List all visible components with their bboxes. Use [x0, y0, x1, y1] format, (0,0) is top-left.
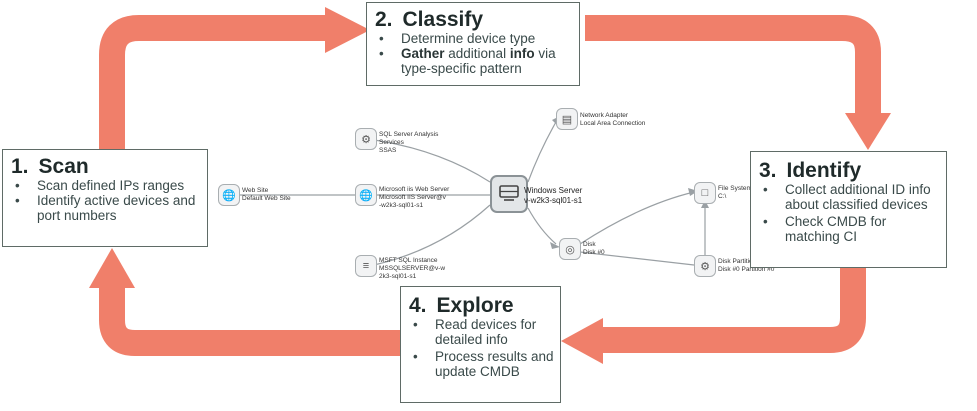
node-windows-server-line1: Windows Server	[524, 186, 583, 195]
step-bullets: Collect additional ID info about classif…	[759, 182, 940, 244]
arrowhead-explore	[561, 318, 603, 364]
step-title-text: Classify	[402, 8, 484, 31]
step-title-text: Identify	[786, 159, 862, 182]
globe-icon: 🌐	[218, 184, 240, 206]
bullet-rest: via type-specific pattern	[401, 46, 556, 76]
bullet-mid: additional	[444, 46, 510, 61]
database-icon: ≡	[355, 255, 377, 277]
node-mssql-line3: 2k3-sql01-s1	[379, 273, 417, 280]
step-number: 2.	[375, 8, 393, 31]
arrow-scan-to-classify	[99, 15, 330, 150]
step-bullets: Scan defined IPs ranges Identify active …	[11, 178, 201, 223]
step-number: 3.	[759, 159, 777, 182]
node-sql-analysis-line2: Services	[379, 139, 404, 146]
bullet-item: Gather additional info via type-specific…	[375, 46, 573, 76]
bullet-item: Process results and update CMDB	[409, 349, 554, 379]
node-iis-line1: Microsoft iis Web Server	[379, 186, 450, 193]
node-windows-server-line2: v-w2k3-sql01-s1	[524, 196, 583, 205]
node-iis-line3: -w2k3-sql01-s1	[379, 202, 424, 209]
step-title-scan: 1. Scan	[11, 156, 201, 178]
step-title-identify: 3. Identify	[759, 160, 940, 182]
arrow-explore-to-scan	[99, 285, 407, 356]
node-network-adapter-line2: Local Area Connection	[580, 120, 646, 127]
gear-icon: ⚙	[694, 255, 716, 277]
step-box-identify: 3. Identify Collect additional ID info ab…	[750, 151, 947, 268]
node-mssql-line2: MSSQLSERVER@v-w	[379, 265, 446, 272]
step-box-scan: 1. Scan Scan defined IPs ranges Identify …	[2, 149, 208, 247]
arrowhead-classify	[325, 7, 370, 53]
network-card-icon: ▤	[556, 108, 578, 130]
edge-mssql-server	[373, 204, 491, 266]
globe-icon: 🌐	[355, 184, 377, 206]
node-iis-line2: Microsoft IIS Server@v	[379, 194, 446, 201]
step-title-classify: 2. Classify	[375, 9, 573, 31]
node-file-system-line1: File System	[718, 185, 752, 192]
node-web-site-line2: Default Web Site	[242, 195, 291, 202]
edge-server-disk	[527, 207, 557, 245]
arrow-identify-to-explore	[600, 268, 866, 353]
arrowhead-scan	[89, 248, 135, 288]
bullet-item: Identify active devices and port numbers	[11, 193, 201, 223]
step-title-text: Scan	[38, 155, 89, 178]
edge-partition-filesystem-head	[701, 200, 709, 208]
node-file-system-line2: C:\	[718, 193, 727, 200]
bullet-item: Collect additional ID info about classif…	[759, 182, 940, 212]
node-disk-line1: Disk	[583, 241, 596, 248]
node-sql-analysis-line1: SQL Server Analysis	[379, 131, 439, 138]
step-bullets: Read devices for detailed info Process r…	[409, 317, 554, 379]
edge-server-network	[527, 121, 557, 183]
gear-icon: ⚙	[355, 128, 377, 150]
node-network-adapter-line1: Network Adapter	[580, 112, 629, 119]
node-disk-partition-line1: Disk Partition	[718, 258, 757, 265]
edge-disk-filesystem	[579, 191, 695, 245]
edge-sqlanalysis-server	[373, 139, 491, 183]
bullet-item: Scan defined IPs ranges	[11, 178, 201, 193]
node-disk-partition-line2: Disk #0 Partition #0	[718, 266, 775, 273]
node-web-site-line1: Web Site	[242, 187, 269, 194]
node-sql-analysis-line3: SSAS	[379, 147, 397, 154]
bullet-item: Check CMDB for matching CI	[759, 214, 940, 244]
step-bullets: Determine device type Gather additional …	[375, 31, 573, 76]
arrowhead-identify	[845, 113, 891, 150]
folder-icon: □	[694, 182, 716, 204]
step-box-classify: 2. Classify Determine device type Gather …	[366, 2, 580, 86]
step-box-explore: 4. Explore Read devices for detailed info…	[400, 286, 561, 403]
bold-info: info	[509, 46, 535, 61]
bullet-item: Read devices for detailed info	[409, 317, 554, 347]
disk-icon: ◎	[559, 238, 581, 260]
server-glyph	[499, 185, 519, 201]
node-mssql-line1: MSFT SQL Instance	[379, 257, 438, 264]
arrow-classify-to-identify	[585, 14, 881, 118]
step-title-explore: 4. Explore	[409, 295, 554, 317]
node-disk-line2: Disk #0	[583, 249, 605, 256]
step-number: 1.	[11, 155, 29, 178]
step-title-text: Explore	[436, 294, 514, 317]
edge-server-disk-head	[550, 242, 560, 249]
edge-disk-partition	[579, 251, 695, 266]
step-number: 4.	[409, 294, 427, 317]
bullet-item: Determine device type	[375, 31, 573, 46]
server-icon	[490, 175, 528, 213]
bold-gather: Gather	[401, 46, 445, 61]
edge-disk-filesystem-head	[688, 188, 698, 196]
